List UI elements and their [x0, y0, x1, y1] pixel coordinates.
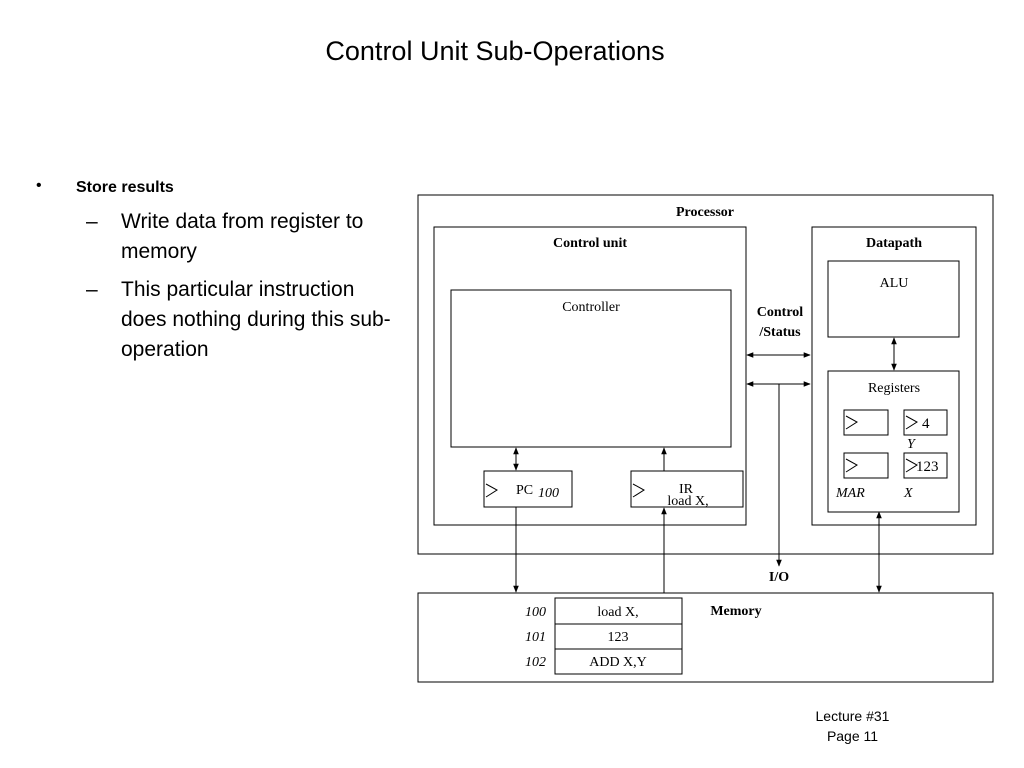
memory-address: 100	[525, 605, 546, 620]
register-clock-icon	[845, 415, 858, 430]
register-x-value: 123	[916, 459, 939, 475]
ir-label: IR	[679, 482, 694, 497]
pc-label: PC	[516, 483, 533, 498]
mar-clock-icon	[845, 458, 858, 473]
processor-box	[417, 194, 994, 555]
mar-label: MAR	[835, 486, 865, 501]
ir-register	[630, 470, 744, 508]
memory-table: 100 load X, 101 123 102 ADD X,Y	[525, 597, 683, 675]
page-number: Page 11	[826, 728, 879, 744]
registers-box	[827, 370, 960, 513]
register-y-label: Y	[907, 437, 917, 452]
register-y-clock-icon	[905, 415, 918, 430]
memory-label: Memory	[710, 604, 761, 619]
alu-box	[827, 260, 960, 338]
registers-label: Registers	[868, 381, 920, 396]
memory-content: ADD X,Y	[589, 655, 647, 670]
sub-bullet-dash: –	[86, 210, 98, 233]
sub-bullet-dash: –	[86, 278, 98, 301]
ir-value: load X,	[667, 494, 708, 509]
mar-register	[843, 452, 889, 479]
io-label: I/O	[769, 570, 789, 585]
processor-label: Processor	[676, 205, 734, 220]
alu-label: ALU	[880, 276, 909, 291]
pc-value: 100	[538, 486, 559, 501]
register-x-label: X	[903, 486, 913, 501]
pc-register	[483, 470, 573, 508]
memory-content: load X,	[597, 605, 638, 620]
slide-title: Control Unit Sub-Operations	[325, 36, 665, 66]
datapath-label: Datapath	[866, 236, 922, 251]
control-status-label-2: /Status	[758, 325, 801, 340]
register-x	[903, 452, 948, 479]
bullet-store-results: • Store results	[36, 177, 396, 201]
footer: Lecture #31 Page 11	[780, 706, 925, 746]
register-y-value: 4	[922, 416, 930, 432]
control-unit-box	[433, 226, 747, 526]
bullet-main-text: Store results	[76, 179, 174, 196]
controller-box	[450, 289, 732, 448]
register-cell	[843, 409, 889, 436]
controller-label: Controller	[562, 300, 620, 315]
memory-cell	[554, 648, 683, 675]
memory-address: 102	[525, 655, 546, 670]
bullet-dot: •	[36, 177, 42, 194]
memory-content: 123	[608, 630, 629, 645]
lecture-number: Lecture #31	[815, 708, 890, 724]
register-x-clock-icon	[905, 458, 918, 473]
pc-clock-icon	[485, 483, 498, 498]
sub-bullet-text: This particular instruction does nothing…	[121, 278, 391, 361]
control-unit-label: Control unit	[553, 236, 627, 251]
memory-address: 101	[525, 630, 546, 645]
datapath-box	[811, 226, 977, 526]
control-status-label: Control	[757, 305, 804, 320]
register-y	[903, 409, 948, 436]
sub-bullet-text: Write data from register to memory	[121, 210, 364, 263]
memory-box	[417, 592, 994, 683]
ir-clock-icon	[632, 483, 645, 498]
